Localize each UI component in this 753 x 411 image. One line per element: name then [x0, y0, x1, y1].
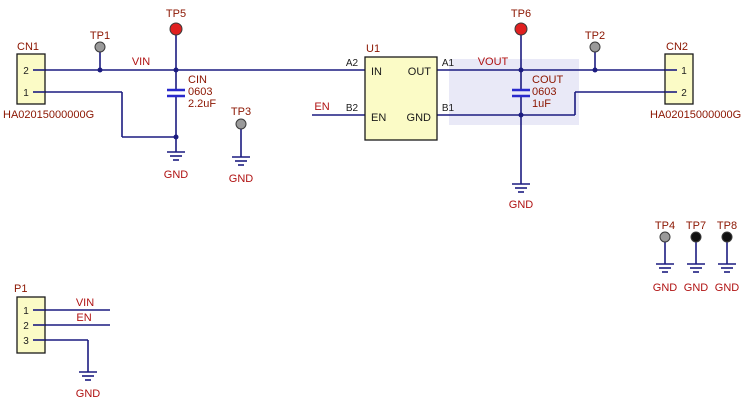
tp6-label: TP6	[511, 8, 531, 20]
p1-refdes: P1	[14, 283, 27, 295]
tp4-testpoint[interactable]: TP4 GND	[653, 220, 678, 294]
tp6-pad[interactable]	[514, 22, 528, 36]
gnd-symbol-cout: GND	[509, 183, 534, 211]
cn1-part-number: HA02015000000G	[3, 109, 94, 121]
p1-pin-1-number: 1	[23, 306, 29, 317]
cout-refdes: COUT	[532, 74, 563, 86]
gnd-symbol	[717, 263, 737, 273]
tp1-pad[interactable]	[94, 41, 106, 53]
vin-net-label: VIN	[132, 56, 150, 68]
tp8-label: TP8	[717, 220, 737, 232]
u1-pin-gnd-label: GND	[407, 112, 432, 124]
u1-pin-en-label: EN	[371, 112, 386, 124]
junction-dot	[592, 67, 598, 73]
cn1-pin-1-number: 1	[23, 88, 29, 99]
gnd-label: GND	[715, 282, 740, 294]
junction-dot	[173, 67, 179, 73]
u1-pin-a2-number: A2	[346, 58, 359, 69]
u1-pin-b2-number: B2	[346, 103, 359, 114]
tp1-testpoint[interactable]: TP1	[90, 30, 110, 53]
cout-capacitor[interactable]: COUT 0603 1uF	[512, 74, 563, 110]
cn2-pin-2-number: 2	[681, 88, 687, 99]
u1-pin-out-label: OUT	[408, 66, 432, 78]
tp7-pad[interactable]	[690, 231, 702, 243]
cin-capacitor[interactable]: CIN 0603 2.2uF	[167, 74, 216, 110]
tp6-testpoint[interactable]: TP6	[511, 8, 531, 36]
tp1-label: TP1	[90, 30, 110, 42]
p1-connector[interactable]: 1 2 3 P1	[14, 283, 46, 354]
tp7-testpoint[interactable]: TP7 GND	[684, 220, 709, 294]
gnd-symbol-tp3: GND	[229, 156, 254, 185]
gnd-label: GND	[164, 169, 189, 181]
tp5-testpoint[interactable]: TP5	[166, 8, 186, 36]
gnd-label: GND	[509, 199, 534, 211]
tp3-testpoint[interactable]: TP3	[231, 106, 251, 130]
cn2-part-number: HA02015000000G	[650, 109, 741, 121]
cout-value: 1uF	[532, 98, 551, 110]
cn2-connector[interactable]: 1 2 CN2 HA02015000000G	[650, 41, 741, 121]
cn1-connector-body[interactable]	[16, 53, 46, 105]
u1-refdes: U1	[366, 43, 380, 55]
p1-pin-2-number: 2	[23, 321, 29, 332]
tp2-testpoint[interactable]: TP2	[585, 30, 605, 53]
cn2-pin-1-number: 1	[681, 66, 687, 77]
u1-pin-in-label: IN	[371, 66, 382, 78]
p1-en-net-label: EN	[76, 312, 91, 324]
cn1-refdes: CN1	[17, 41, 39, 53]
p1-vin-net-label: VIN	[76, 297, 94, 309]
gnd-symbol	[686, 263, 706, 273]
vout-net-label: VOUT	[478, 56, 509, 68]
junction-dot	[518, 67, 524, 73]
tp4-pad[interactable]	[659, 231, 671, 243]
tp8-testpoint[interactable]: TP8 GND	[715, 220, 740, 294]
tp2-pad[interactable]	[589, 41, 601, 53]
gnd-symbol	[78, 371, 98, 381]
gnd-symbol-cin: GND	[164, 151, 189, 181]
u1-pin-b1-number: B1	[442, 103, 455, 114]
gnd-symbol	[166, 151, 186, 161]
tp4-label: TP4	[655, 220, 675, 232]
cn2-connector-body[interactable]	[664, 53, 694, 105]
junction-dot	[173, 134, 179, 140]
tp5-pad[interactable]	[169, 22, 183, 36]
cn1-connector[interactable]: 2 1 CN1 HA02015000000G	[3, 41, 94, 121]
tp5-label: TP5	[166, 8, 186, 20]
tp3-pad[interactable]	[235, 118, 247, 130]
cin-value: 2.2uF	[188, 98, 216, 110]
gnd-label: GND	[76, 388, 101, 400]
u1-ic-body[interactable]	[364, 56, 438, 141]
cin-refdes: CIN	[188, 74, 207, 86]
cin-package: 0603	[188, 86, 212, 98]
gnd-symbol	[231, 156, 251, 166]
u1-ic[interactable]: U1 IN OUT EN GND A2 A1 B2 B1	[346, 43, 455, 141]
junction-dot	[97, 67, 103, 73]
gnd-symbol-p1: GND	[76, 371, 101, 400]
cn1-pin-2-number: 2	[23, 66, 29, 77]
en-net-label: EN	[314, 101, 329, 113]
tp7-label: TP7	[686, 220, 706, 232]
tp3-label: TP3	[231, 106, 251, 118]
cout-package: 0603	[532, 86, 556, 98]
tp8-pad[interactable]	[721, 231, 733, 243]
u1-pin-a1-number: A1	[442, 58, 455, 69]
p1-pin-3-number: 3	[23, 336, 29, 347]
junction-dot	[518, 112, 524, 118]
gnd-label: GND	[229, 173, 254, 185]
gnd-symbol	[511, 183, 531, 193]
gnd-symbol	[655, 263, 675, 273]
tp2-label: TP2	[585, 30, 605, 42]
cn2-refdes: CN2	[666, 41, 688, 53]
gnd-label: GND	[653, 282, 678, 294]
gnd-label: GND	[684, 282, 709, 294]
